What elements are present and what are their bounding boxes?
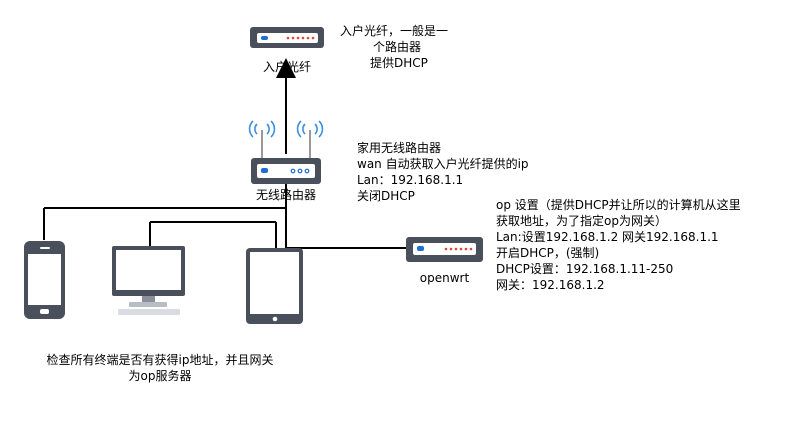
fiber-router-icon — [250, 27, 324, 48]
fiber-note-line: 个路由器 — [373, 40, 422, 54]
openwrt-note: op 设置（提供DHCP并让所以的计算机从这里 获取地址，为了指定op为网关） … — [496, 197, 741, 293]
wireless-router-icon — [248, 120, 324, 184]
clients-note-line: 检查所有终端是否有获得ip地址，并且网关 — [46, 353, 274, 367]
openwrt-router-icon — [406, 237, 483, 262]
openwrt-label: openwrt — [419, 271, 470, 285]
wireless-note: 家用无线路由器 wan 自动获取入户光纤提供的ip Lan：192.168.1.… — [357, 140, 529, 204]
tablet-icon — [246, 248, 303, 324]
openwrt-note-line: 开启DHCP，(强制) — [496, 246, 600, 260]
openwrt-note-line: 获取地址，为了指定op为网关） — [496, 214, 667, 228]
fiber-note-line: 提供DHCP — [370, 56, 428, 70]
openwrt-note-line: 网关：192.168.1.2 — [496, 278, 605, 292]
fiber-router-label: 入户光纤 — [262, 60, 311, 74]
wireless-note-line: 家用无线路由器 — [357, 141, 442, 155]
clients-note: 检查所有终端是否有获得ip地址，并且网关 为op服务器 — [20, 352, 300, 384]
fiber-note: 入户光纤，一般是一 个路由器 提供DHCP — [340, 23, 448, 71]
openwrt-note-line: op 设置（提供DHCP并让所以的计算机从这里 — [496, 198, 741, 212]
openwrt-note-line: Lan:设置192.168.1.2 网关192.168.1.1 — [496, 230, 719, 244]
smartphone-icon — [24, 241, 65, 319]
desktop-monitor-icon — [112, 246, 185, 315]
fiber-note-line: 入户光纤，一般是一 — [340, 24, 449, 38]
clients-note-line: 为op服务器 — [128, 369, 192, 383]
wireless-note-line: 关闭DHCP — [357, 189, 415, 203]
connection-lines — [43, 58, 406, 249]
wireless-note-line: Lan：192.168.1.1 — [357, 173, 464, 187]
wireless-router-label: 无线路由器 — [255, 188, 316, 202]
wireless-note-line: wan 自动获取入户光纤提供的ip — [357, 157, 529, 171]
openwrt-note-line: DHCP设置：192.168.1.11-250 — [496, 262, 674, 276]
